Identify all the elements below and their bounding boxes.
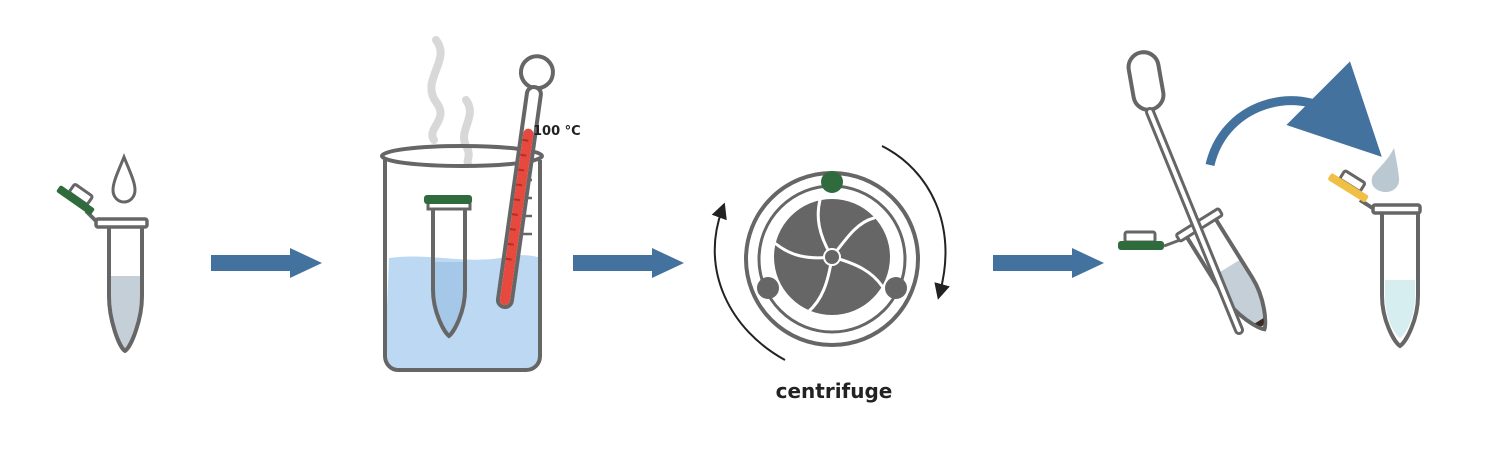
sample-tube	[56, 152, 149, 353]
removed-cap	[1118, 241, 1164, 250]
centrifuge-label: centrifuge	[776, 379, 893, 403]
rotation-arrow-right	[881, 145, 950, 300]
supernatant-droplet-icon	[1371, 148, 1400, 192]
arrow-right-2	[573, 248, 684, 278]
temperature-label: 100 °C	[533, 124, 581, 139]
tube-body	[107, 226, 144, 353]
new-tube-body	[1380, 211, 1420, 349]
tube-cap-green	[56, 185, 95, 215]
pipette-icon	[1126, 50, 1244, 335]
thermometer-icon	[495, 54, 555, 310]
new-tube-cap-yellow	[1328, 173, 1369, 203]
tube-holder-left	[757, 277, 779, 299]
rotation-arrow-left	[711, 202, 786, 361]
steam-icon-2	[460, 96, 474, 168]
centrifuge: centrifuge	[711, 145, 950, 403]
boiling-water-bath: 100 °C	[380, 36, 581, 372]
arrow-right-3	[993, 248, 1104, 278]
new-tube	[1328, 148, 1422, 349]
rotor	[774, 198, 890, 315]
tube-holder-green	[821, 171, 843, 193]
tube-rim	[94, 217, 149, 229]
droplet-icon	[111, 152, 137, 204]
steam-icon	[427, 36, 445, 144]
tube-holder-right	[885, 277, 907, 299]
arrow-right-1	[211, 248, 322, 278]
bath-tube	[431, 208, 467, 339]
beaker	[383, 160, 542, 372]
transfer-arrow	[1205, 61, 1382, 167]
bath-tube-cap	[424, 195, 472, 204]
pipette-transfer	[1118, 50, 1382, 335]
tube-liquid	[111, 276, 140, 350]
beaker-rim	[380, 144, 544, 168]
